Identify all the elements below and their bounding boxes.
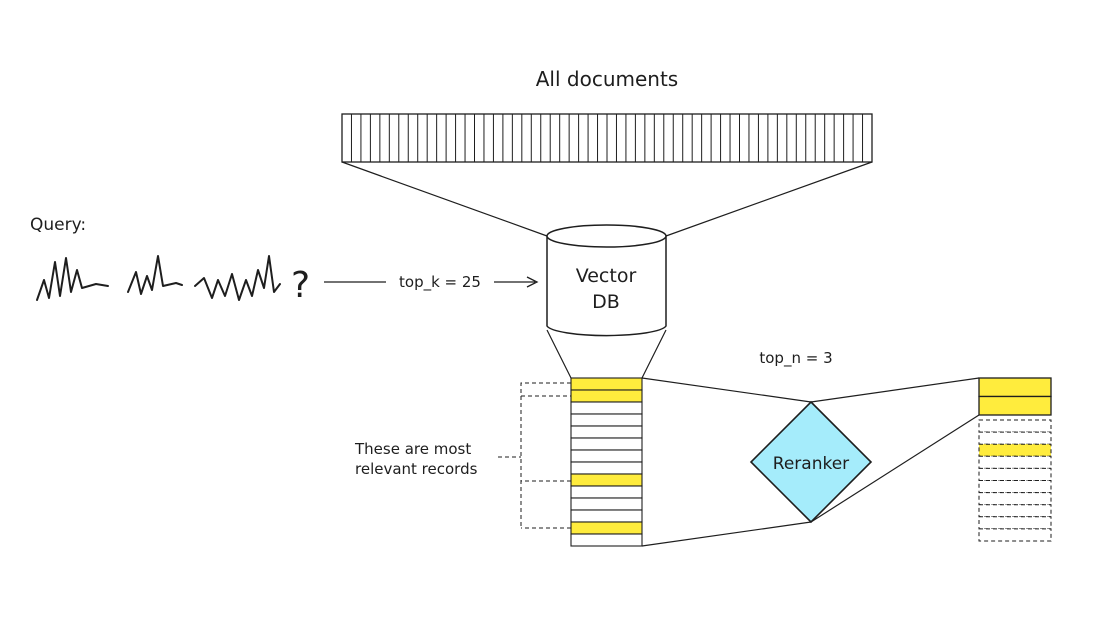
retrieved-record-row — [570, 449, 643, 463]
discarded-record-row — [978, 504, 1052, 518]
discarded-record-row — [978, 455, 1052, 469]
retrieved-record-row — [570, 485, 643, 499]
scribble-word-1 — [36, 257, 109, 301]
list-to-reranker-top — [641, 377, 812, 403]
reranker-to-output-bottom — [810, 414, 980, 523]
discarded-record-row — [978, 431, 1052, 445]
cylinder-top — [546, 224, 667, 248]
query-scribble — [36, 255, 281, 301]
relevance-bracket — [498, 382, 571, 529]
relevant-records-line1: These are most — [354, 440, 471, 458]
db-to-list-left — [546, 329, 572, 379]
retrieved-record-row — [570, 497, 643, 511]
retrieved-record-row — [570, 413, 643, 427]
vector-db-label-line1: Vector — [576, 265, 637, 287]
retrieved-record-row — [570, 437, 643, 451]
reranker-to-output-top — [810, 377, 980, 403]
all-documents-strip — [341, 113, 873, 163]
discarded-record-row — [978, 467, 1052, 481]
funnel-line-left — [341, 161, 548, 237]
retrieved-record-row — [570, 533, 643, 547]
retrieved-record-row — [570, 509, 643, 523]
discarded-record-row — [978, 528, 1052, 542]
arrow-head — [526, 276, 539, 288]
top-n-record-row — [978, 395, 1052, 416]
discarded-record-row — [978, 492, 1052, 506]
retrieved-record-row — [570, 461, 643, 475]
db-to-list-right — [641, 329, 667, 379]
relevant-record-row — [570, 473, 643, 487]
top-k-arrow — [324, 276, 539, 288]
retrieved-record-row — [570, 401, 643, 415]
relevant-record-row — [570, 389, 643, 403]
vector-db-cylinder — [546, 224, 667, 337]
bracket-top-group — [520, 382, 571, 397]
top-n-record-row — [978, 377, 1052, 398]
vector-db-label-line2: DB — [592, 291, 620, 313]
reranker-label: Reranker — [773, 454, 849, 474]
relevant-record-row — [570, 521, 643, 535]
relevant-record-row — [570, 377, 643, 391]
discarded-relevant-record-row — [978, 443, 1052, 457]
discarded-record-row — [978, 419, 1052, 433]
relevant-records-line2: relevant records — [355, 460, 478, 478]
scribble-word-2 — [127, 255, 183, 295]
reranked-output-list — [978, 377, 1052, 542]
top-n-label: top_n = 3 — [759, 349, 832, 368]
query-label: Query: — [30, 215, 86, 235]
scribble-word-3 — [194, 255, 281, 301]
funnel-line-right — [665, 161, 873, 237]
discarded-record-row — [978, 480, 1052, 494]
top-k-label: top_k = 25 — [399, 273, 481, 292]
all-documents-title: All documents — [536, 67, 678, 91]
cylinder-body — [546, 236, 667, 337]
retrieved-record-row — [570, 425, 643, 439]
list-to-reranker-bottom — [641, 521, 812, 547]
discarded-record-row — [978, 516, 1052, 530]
query-question-mark: ? — [291, 265, 310, 306]
retrieved-records-list — [570, 377, 643, 547]
reranker-diamond — [749, 400, 873, 524]
